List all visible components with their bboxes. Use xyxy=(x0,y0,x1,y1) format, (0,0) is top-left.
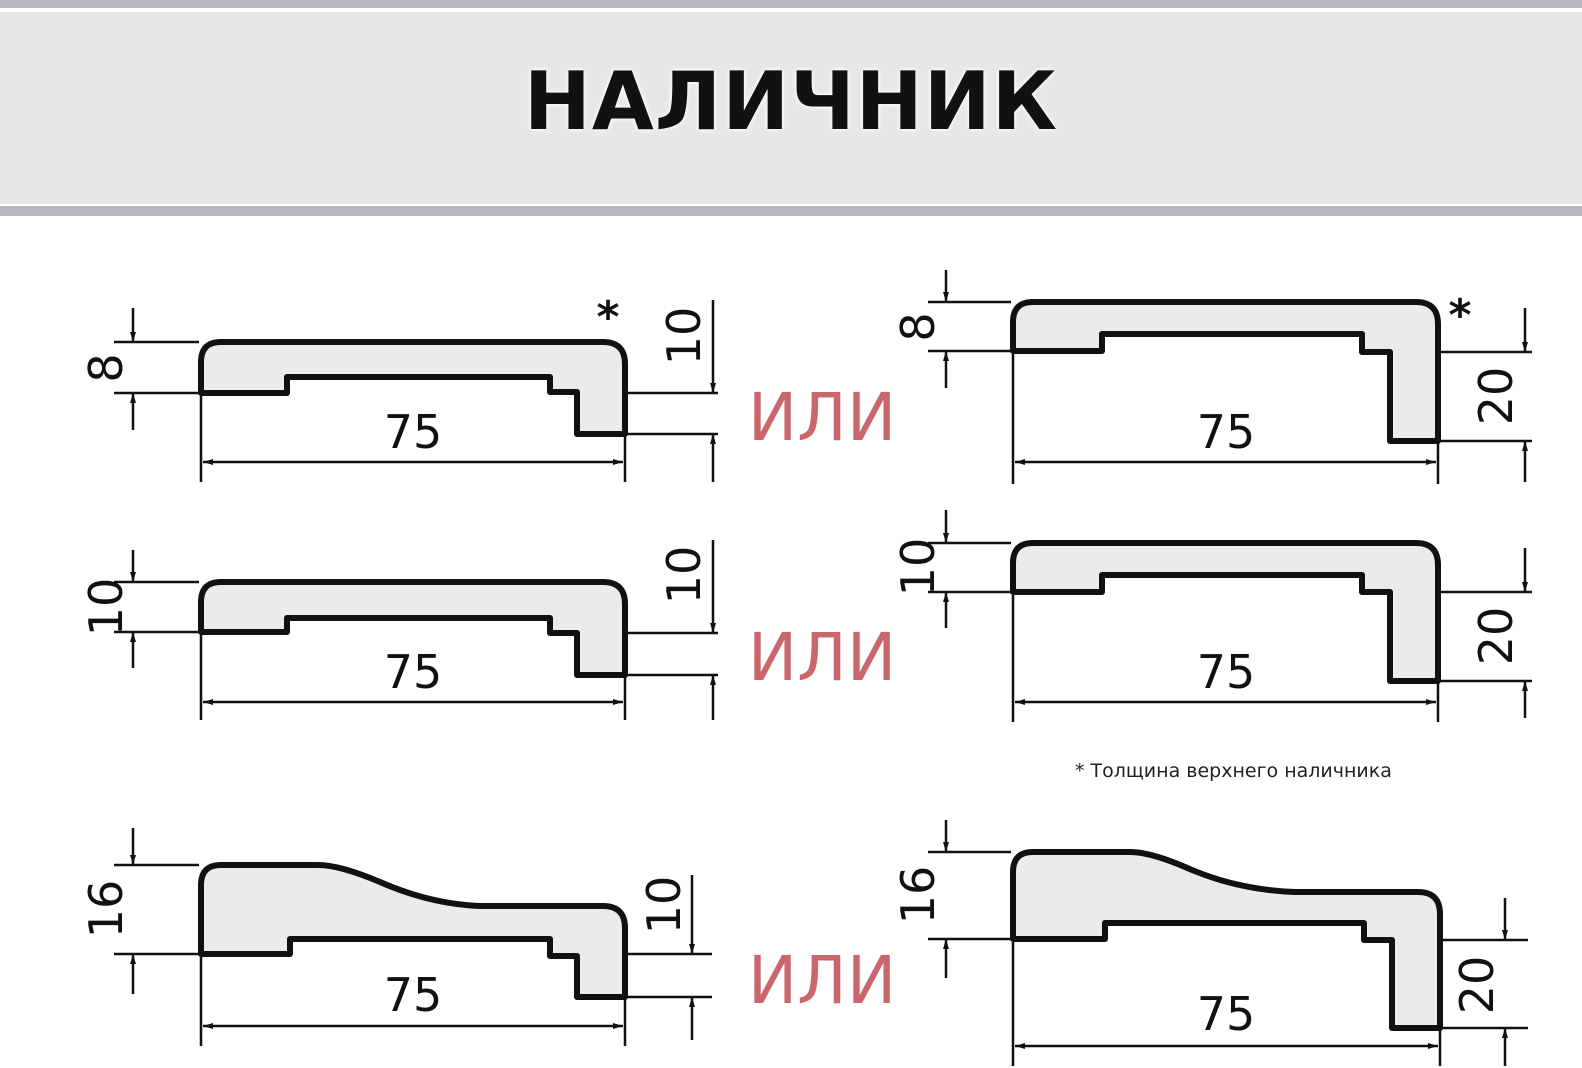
width-dimension-right-3: 75 xyxy=(1011,942,1442,1066)
step-label: 10 xyxy=(657,307,711,366)
step-label: 20 xyxy=(1469,367,1523,426)
step-label: 20 xyxy=(1450,956,1504,1015)
profile-left-2: 10 10 75 xyxy=(79,540,718,720)
asterisk-mark: * xyxy=(1448,290,1471,341)
width-dimension-right-2: 75 xyxy=(1011,595,1440,722)
width-label: 75 xyxy=(384,968,443,1022)
thickness-label: 16 xyxy=(891,866,945,925)
thickness-label: 16 xyxy=(79,880,133,939)
header-bottom-rule xyxy=(0,206,1582,216)
width-dimension-left-1: 75 xyxy=(199,396,627,482)
step-dimension-left-1: 10 xyxy=(627,300,718,482)
width-dimension-right-1: 75 xyxy=(1011,354,1440,484)
profile-right-2: 10 20 75 xyxy=(891,510,1532,722)
thickness-dimension-right-1: 8 xyxy=(891,270,1011,388)
asterisk-mark: * xyxy=(596,292,619,343)
width-label: 75 xyxy=(1197,645,1256,699)
thickness-dimension-right-3: 16 xyxy=(891,820,1011,978)
or-label-1: ИЛИ xyxy=(748,379,896,456)
page-title: НАЛИЧНИК xyxy=(523,55,1059,148)
thickness-dimension-right-2: 10 xyxy=(891,510,1011,628)
step-dimension-right-1: 20 xyxy=(1440,308,1532,482)
thickness-label: 10 xyxy=(891,538,945,597)
step-dimension-left-3: 10 xyxy=(627,875,712,1040)
thickness-dimension-left-3: 16 xyxy=(79,828,199,994)
width-label: 75 xyxy=(1197,405,1256,459)
profile-right-3: 16 20 75 xyxy=(891,820,1528,1066)
header-banner xyxy=(0,12,1582,204)
step-label: 10 xyxy=(657,546,711,605)
thickness-label: 8 xyxy=(79,353,133,382)
profile-left-3: 16 10 75 xyxy=(79,828,712,1046)
step-label: 20 xyxy=(1469,607,1523,666)
width-label: 75 xyxy=(384,405,443,459)
thickness-label: 8 xyxy=(891,312,945,341)
thickness-label: 10 xyxy=(79,578,133,637)
or-label-2: ИЛИ xyxy=(748,619,896,696)
thickness-dimension-left-2: 10 xyxy=(79,550,199,668)
width-dimension-left-2: 75 xyxy=(199,635,627,720)
thickness-dimension-left-1: 8 xyxy=(79,308,199,430)
step-dimension-right-2: 20 xyxy=(1440,548,1532,718)
step-label: 10 xyxy=(637,876,691,935)
footnote: * Толщина верхнего наличника xyxy=(1075,760,1392,782)
width-label: 75 xyxy=(384,645,443,699)
step-dimension-right-3: 20 xyxy=(1442,898,1528,1066)
width-label: 75 xyxy=(1197,987,1256,1041)
or-label-3: ИЛИ xyxy=(748,942,896,1019)
profile-right-1: 8 20 75 * xyxy=(891,270,1532,484)
header-top-rule xyxy=(0,0,1582,8)
profile-left-1: 8 10 75 * xyxy=(79,292,718,482)
step-dimension-left-2: 10 xyxy=(627,540,718,720)
width-dimension-left-3: 75 xyxy=(199,957,627,1046)
